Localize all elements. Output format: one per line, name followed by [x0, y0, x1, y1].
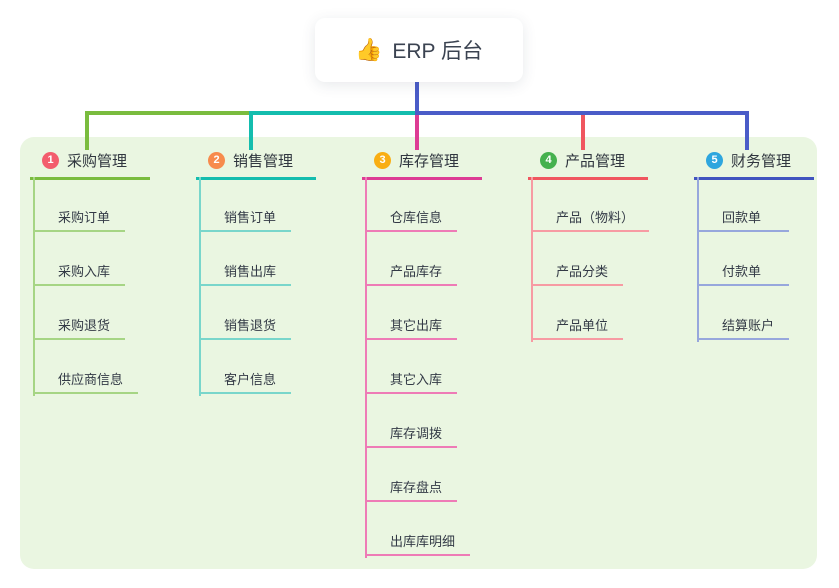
- branch-purchase-label: 采购管理: [67, 153, 128, 170]
- badge-2-icon: 2: [208, 152, 225, 169]
- node-sales-order[interactable]: 销售订单: [199, 206, 292, 232]
- node-stock-transfer[interactable]: 库存调拨: [365, 422, 458, 448]
- connector-horizontal-sales: [249, 111, 417, 115]
- node-product-unit[interactable]: 产品单位: [531, 314, 624, 340]
- thumbs-up-icon: 👍: [354, 37, 383, 62]
- connector-drop-finance: [745, 111, 749, 150]
- root-stem-connector: [415, 82, 419, 113]
- branch-sales-label: 销售管理: [233, 153, 294, 170]
- spine-purchase: [33, 177, 35, 396]
- spine-sales: [199, 177, 201, 396]
- branch-inventory-label: 库存管理: [399, 153, 460, 170]
- badge-4-icon: 4: [540, 152, 557, 169]
- node-product-material[interactable]: 产品（物料）: [531, 206, 650, 232]
- connector-horizontal-right: [415, 111, 749, 115]
- connector-horizontal-purchase: [87, 111, 251, 115]
- node-other-inbound[interactable]: 其它入库: [365, 368, 458, 394]
- branch-product[interactable]: 4 产品管理: [528, 150, 648, 180]
- branch-inventory[interactable]: 3 库存管理: [362, 150, 482, 180]
- node-settlement-account[interactable]: 结算账户: [697, 314, 790, 340]
- node-purchase-return[interactable]: 采购退货: [33, 314, 126, 340]
- spine-inventory: [365, 177, 367, 558]
- badge-5-icon: 5: [706, 152, 723, 169]
- connector-drop-sales: [249, 115, 253, 150]
- node-purchase-order[interactable]: 采购订单: [33, 206, 126, 232]
- branch-finance[interactable]: 5 财务管理: [694, 150, 814, 180]
- node-purchase-inbound[interactable]: 采购入库: [33, 260, 126, 286]
- node-customer-info[interactable]: 客户信息: [199, 368, 292, 394]
- node-sales-outbound[interactable]: 销售出库: [199, 260, 292, 286]
- connector-drop-inventory: [415, 115, 419, 150]
- node-other-outbound[interactable]: 其它出库: [365, 314, 458, 340]
- spine-product: [531, 177, 533, 342]
- node-product-stock[interactable]: 产品库存: [365, 260, 458, 286]
- branch-product-label: 产品管理: [565, 153, 626, 170]
- root-node-erp[interactable]: 👍 ERP 后台: [315, 18, 523, 82]
- node-warehouse-info[interactable]: 仓库信息: [365, 206, 458, 232]
- node-product-category[interactable]: 产品分类: [531, 260, 624, 286]
- connector-drop-purchase: [85, 111, 89, 150]
- branches-panel: [20, 137, 817, 569]
- branch-purchase[interactable]: 1 采购管理: [30, 150, 150, 180]
- node-stock-taking[interactable]: 库存盘点: [365, 476, 458, 502]
- badge-3-icon: 3: [374, 152, 391, 169]
- node-payment-order[interactable]: 付款单: [697, 260, 789, 286]
- spine-finance: [697, 177, 699, 342]
- root-node-label: ERP 后台: [392, 40, 484, 63]
- branch-finance-label: 财务管理: [731, 153, 792, 170]
- connector-drop-product: [581, 115, 585, 150]
- node-sales-return[interactable]: 销售退货: [199, 314, 292, 340]
- badge-1-icon: 1: [42, 152, 59, 169]
- node-inout-detail[interactable]: 出库库明细: [365, 530, 471, 556]
- node-supplier-info[interactable]: 供应商信息: [33, 368, 139, 394]
- node-receipt-order[interactable]: 回款单: [697, 206, 789, 232]
- branch-sales[interactable]: 2 销售管理: [196, 150, 316, 180]
